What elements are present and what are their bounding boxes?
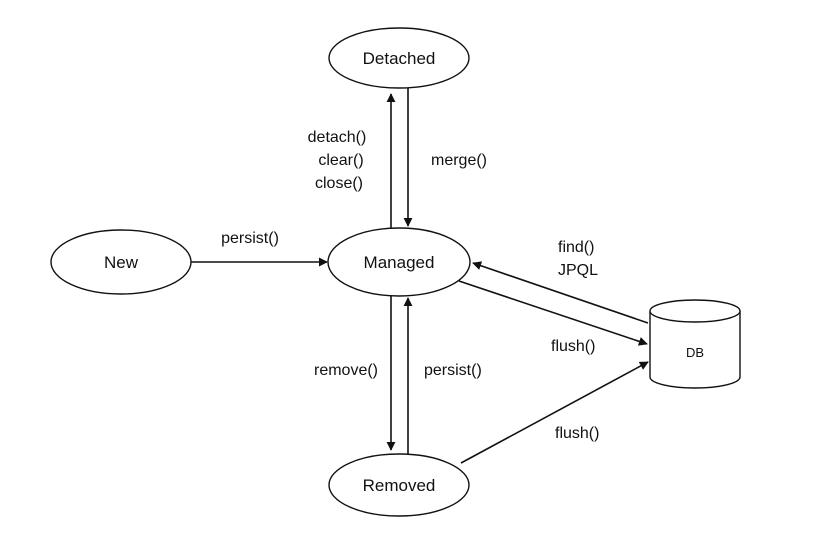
label-persist-new: persist() — [221, 230, 279, 247]
edges — [191, 88, 649, 464]
node-detached: Detached — [328, 27, 470, 89]
label-find: find() — [558, 239, 594, 256]
label-remove: remove() — [314, 362, 378, 379]
node-new-shape — [50, 229, 192, 295]
label-close: close() — [315, 175, 363, 192]
node-detached-shape — [328, 27, 470, 89]
node-managed-label: Managed — [364, 253, 435, 272]
node-managed: Managed — [327, 227, 471, 297]
edge-labels: detach() clear() close() merge() persist… — [221, 129, 599, 442]
node-new: New — [50, 229, 192, 295]
node-db-top — [649, 299, 741, 323]
label-flush-removed: flush() — [555, 425, 599, 442]
label-clear: clear() — [318, 152, 363, 169]
label-flush-managed: flush() — [551, 338, 595, 355]
node-db-label: DB — [686, 345, 704, 360]
edge-managed-to-db — [458, 280, 648, 346]
label-persist-removed: persist() — [424, 362, 482, 379]
node-new-label: New — [104, 253, 139, 272]
edge-removed-to-db — [460, 361, 649, 464]
node-detached-label: Detached — [363, 49, 436, 68]
node-removed: Removed — [328, 453, 470, 517]
node-removed-shape — [328, 453, 470, 517]
label-jpql: JPQL — [558, 262, 598, 279]
label-detach: detach() — [308, 129, 367, 146]
node-db: DB — [649, 299, 741, 389]
node-managed-shape — [327, 227, 471, 297]
label-merge: merge() — [431, 152, 487, 169]
node-removed-label: Removed — [363, 476, 436, 495]
edge-db-to-managed — [472, 261, 649, 324]
node-db-body — [649, 311, 741, 389]
